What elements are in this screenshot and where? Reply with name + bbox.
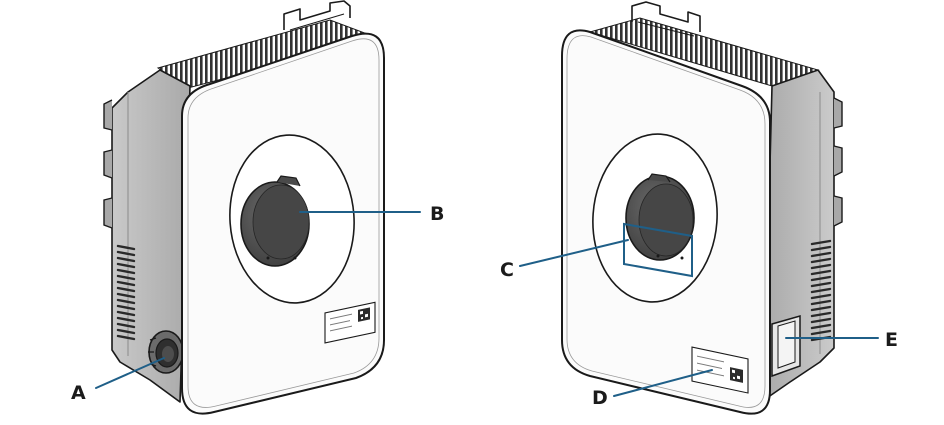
mounting-bracket-right (631, 1, 701, 32)
callout-a: A (71, 382, 86, 404)
mounting-bracket-left (283, 0, 351, 30)
leader-lines (95, 211, 879, 397)
callout-e: E (885, 329, 898, 351)
side-rail-left (103, 99, 113, 229)
side-window (771, 315, 801, 378)
display-cover-right (625, 173, 695, 261)
device-left (103, 0, 385, 415)
type-label-left (324, 301, 376, 344)
side-rail-right (833, 97, 843, 227)
leader-line-a (95, 357, 165, 389)
leader-line-d (613, 369, 713, 397)
led-indicator-box (623, 222, 693, 278)
vent-slots-right (810, 239, 832, 342)
leader-line-c (519, 239, 629, 267)
device-right (561, 1, 843, 415)
cable-gland (148, 330, 184, 374)
type-label-right (691, 346, 749, 394)
callout-b: B (430, 203, 444, 225)
vent-slots-left (116, 244, 136, 341)
callout-d: D (592, 387, 608, 409)
callout-c: C (500, 259, 514, 281)
display-cover (240, 175, 310, 267)
